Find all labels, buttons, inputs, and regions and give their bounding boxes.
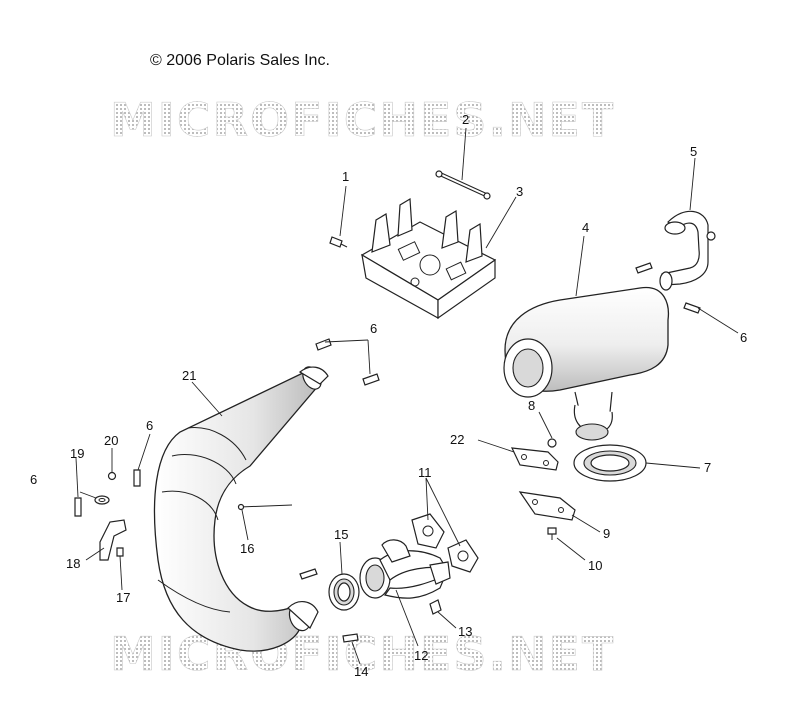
callout-6-left: 6 [146, 418, 153, 433]
callout-6-far-left: 6 [30, 472, 37, 487]
part-11-gasket-a [411, 513, 445, 549]
part-11-gasket-b [447, 539, 479, 573]
callout-2: 2 [462, 112, 469, 127]
callout-12: 12 [414, 648, 428, 663]
callout-20: 20 [104, 433, 118, 448]
part-6-spring-c [315, 338, 332, 351]
part-6-spring-b [683, 302, 701, 314]
callout-14: 14 [354, 664, 368, 679]
leader-lines [75, 127, 739, 665]
callout-4: 4 [582, 220, 589, 235]
part-7-gasket [573, 444, 647, 482]
watermark-bottom: MICROFICHES.NET [110, 627, 615, 681]
callout-16: 16 [240, 541, 254, 556]
callout-6-right: 6 [740, 330, 747, 345]
callout-13: 13 [458, 624, 472, 639]
part-5-elbow [659, 210, 716, 291]
callout-11: 11 [418, 465, 432, 480]
callout-21: 21 [182, 368, 196, 383]
part-16-sensor-rod [237, 503, 293, 511]
callout-7: 7 [704, 460, 711, 475]
part-6-spring-e [74, 469, 141, 517]
callout-22: 22 [450, 432, 464, 447]
callout-5: 5 [690, 144, 697, 159]
part-9-bracket [518, 491, 576, 521]
part-22-plate [511, 447, 559, 471]
part-3-bracket [360, 197, 497, 320]
watermark-top: MICROFICHES.NET [110, 93, 615, 147]
part-4-muffler [503, 286, 670, 441]
part-10-bolt [547, 527, 557, 540]
part-1-bolt [329, 236, 348, 248]
part-18-bracket [99, 519, 127, 561]
part-8-nut [547, 438, 557, 448]
callout-19: 19 [70, 446, 84, 461]
part-17-bolt [116, 547, 124, 557]
part-6-spring-d [362, 373, 380, 386]
part-6-spring-a [635, 262, 653, 274]
part-15-seal [328, 573, 360, 611]
callout-6-center: 6 [370, 321, 377, 336]
callout-9: 9 [603, 526, 610, 541]
callout-17: 17 [116, 590, 130, 605]
callout-18: 18 [66, 556, 80, 571]
part-20-nut [107, 471, 117, 481]
part-13-stud [429, 599, 442, 615]
part-12-ypipe [359, 539, 451, 599]
callout-10: 10 [588, 558, 602, 573]
callout-8: 8 [528, 398, 535, 413]
callout-labels: 1 2 3 4 5 6 6 6 6 7 8 9 10 11 12 13 14 1… [30, 112, 747, 679]
callout-3: 3 [516, 184, 523, 199]
part-2-rod [435, 170, 491, 200]
part-21-expansion-chamber [153, 366, 329, 652]
callout-1: 1 [342, 169, 349, 184]
part-6-spring-f [299, 568, 359, 643]
callout-15: 15 [334, 527, 348, 542]
part-19-washer [94, 495, 110, 505]
copyright-notice: © 2006 Polaris Sales Inc. [150, 52, 330, 69]
